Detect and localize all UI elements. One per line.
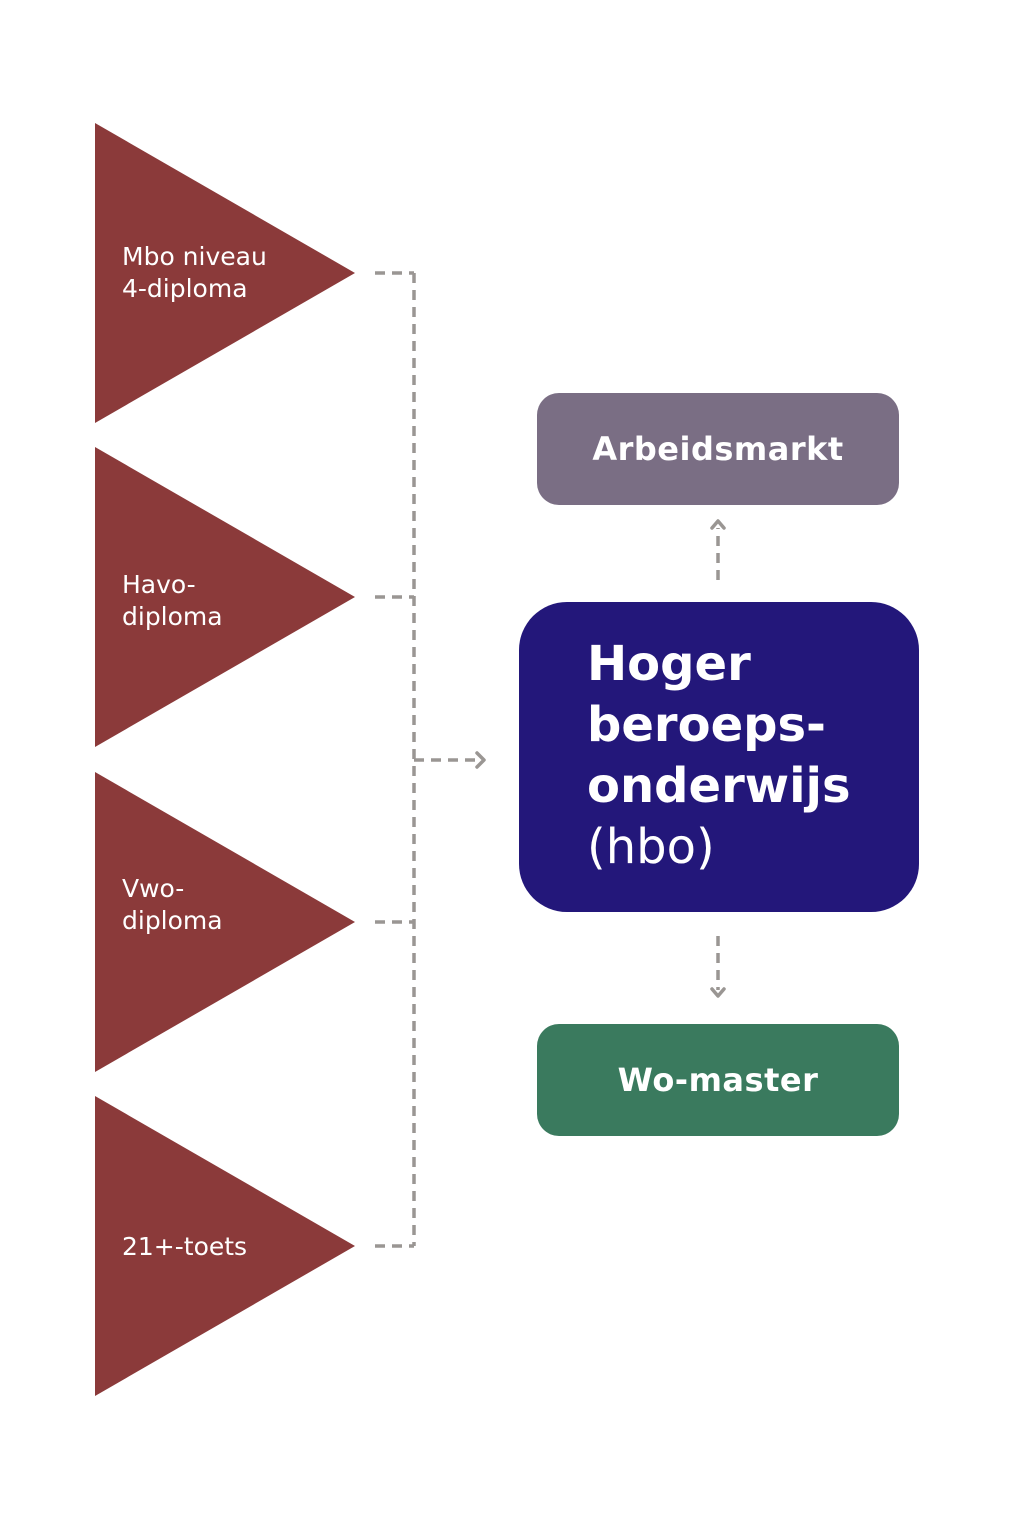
hbo-title-line3: onderwijs xyxy=(587,758,851,814)
hbo-abbreviation: (hbo) xyxy=(587,819,715,875)
arbeidsmarkt-label: Arbeidsmarkt xyxy=(592,430,844,468)
arrowhead-right xyxy=(475,751,486,769)
label-vwo-line1: Vwo- xyxy=(122,874,185,903)
womaster-box: Wo-master xyxy=(537,1024,899,1136)
label-21plus-line1: 21+-toets xyxy=(122,1232,248,1261)
triangle-havo xyxy=(95,447,355,747)
label-vwo-line2: diploma xyxy=(122,906,223,935)
hbo-title-line1: Hoger xyxy=(587,636,751,692)
label-havo-line1: Havo- xyxy=(122,570,196,599)
triangle-mbo xyxy=(95,123,355,423)
arrowhead-down xyxy=(710,987,726,998)
arrowhead-up xyxy=(710,519,726,530)
label-havo-line2: diploma xyxy=(122,602,223,631)
arbeidsmarkt-box: Arbeidsmarkt xyxy=(537,393,899,505)
label-mbo-line2: 4-diploma xyxy=(122,274,248,303)
label-21plus: 21+-toets xyxy=(122,1231,322,1263)
label-vwo: Vwo- diploma xyxy=(122,873,322,937)
label-havo: Havo- diploma xyxy=(122,569,322,633)
hbo-box: Hoger beroeps- onderwijs (hbo) xyxy=(519,602,919,912)
hbo-title-line2: beroeps- xyxy=(587,697,826,753)
label-mbo-line1: Mbo niveau xyxy=(122,242,267,271)
triangle-vwo xyxy=(95,772,355,1072)
triangle-21plus xyxy=(95,1096,355,1396)
womaster-label: Wo-master xyxy=(617,1061,819,1099)
label-mbo: Mbo niveau 4-diploma xyxy=(122,241,322,305)
